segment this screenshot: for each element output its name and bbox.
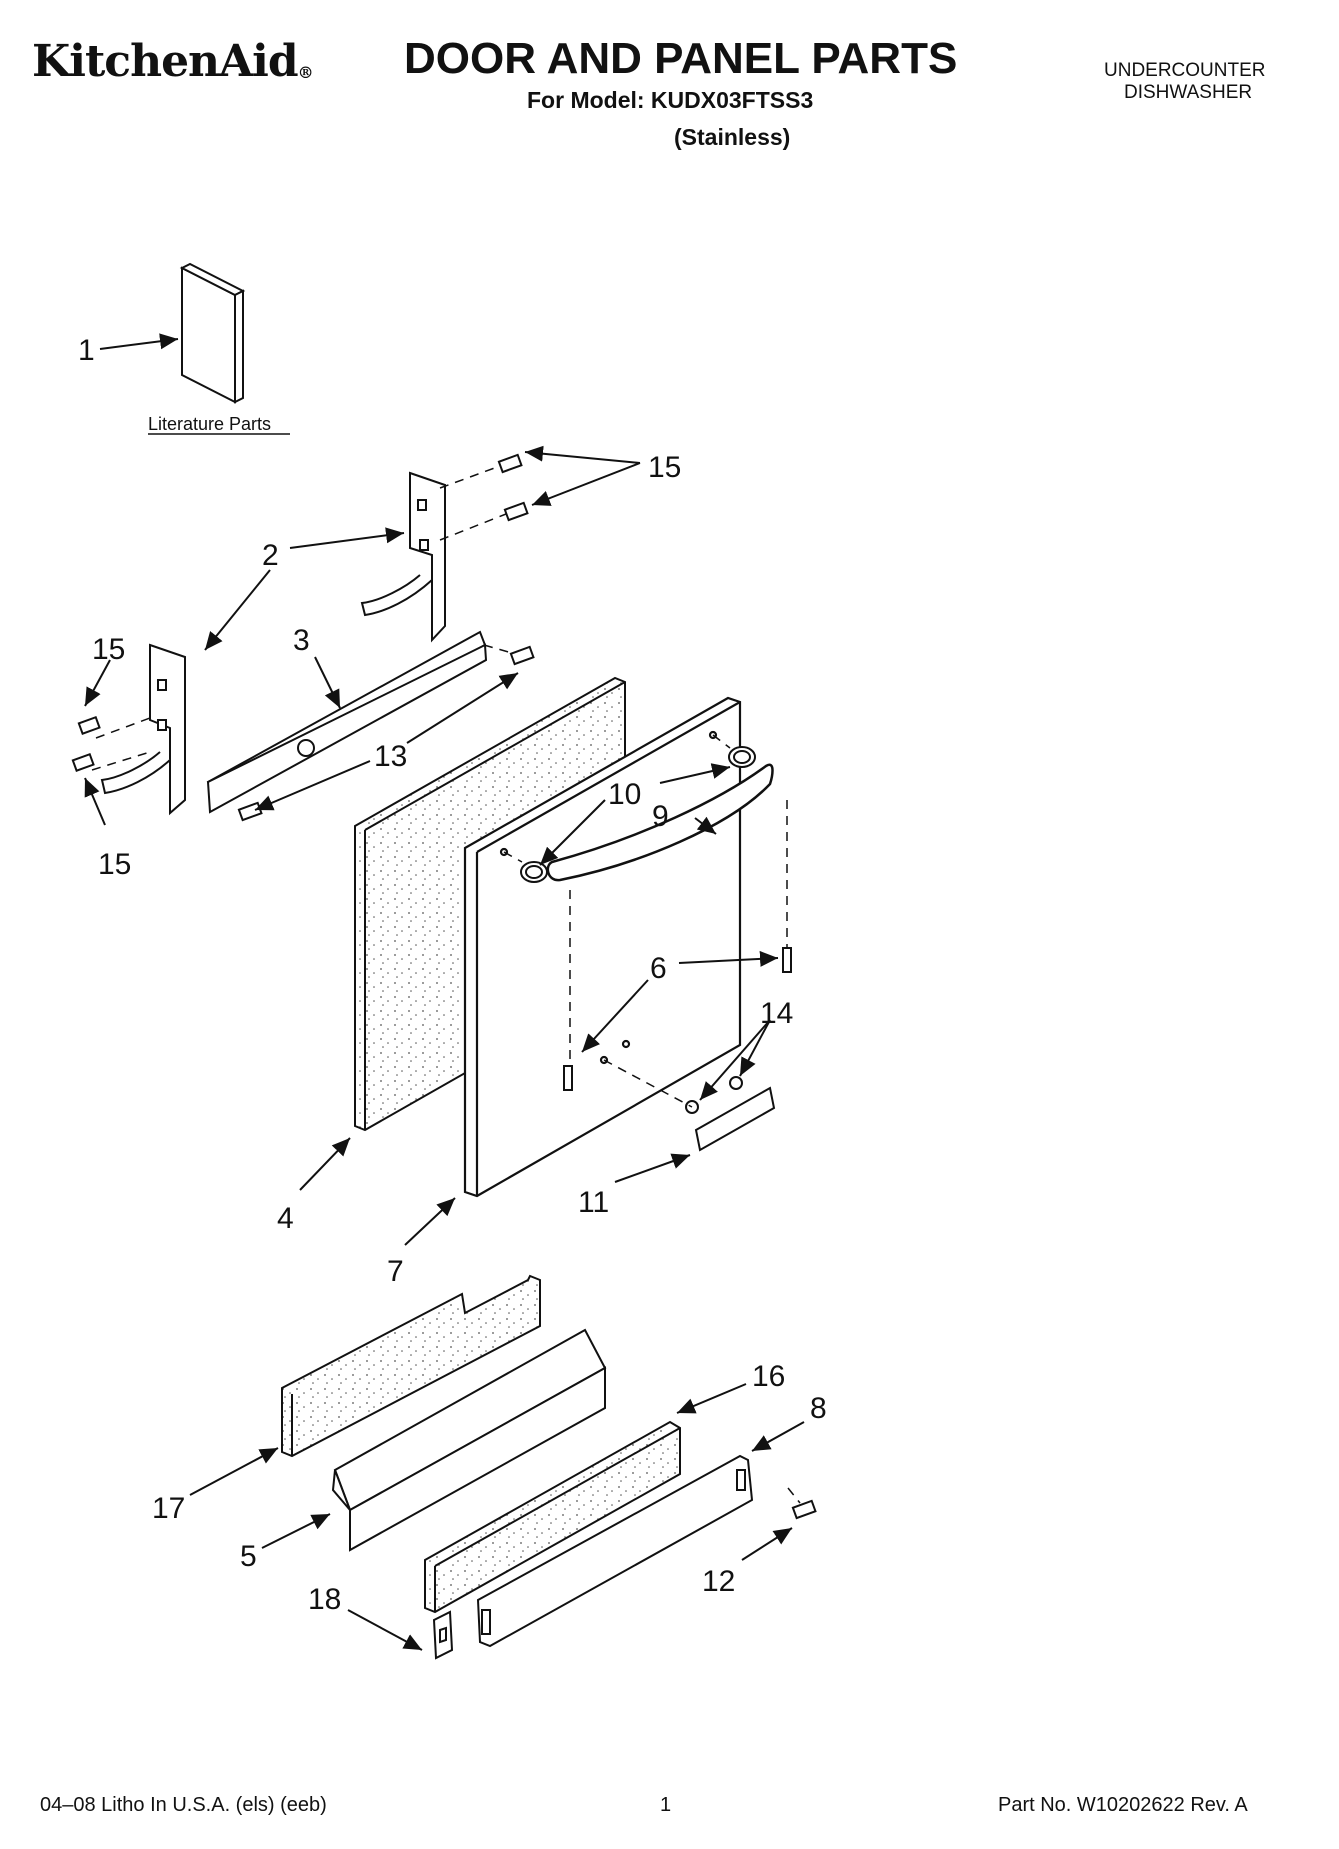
door-stiffener-bar <box>206 630 488 814</box>
callout-5: 5 <box>240 1540 257 1573</box>
left-mounting-bracket <box>100 643 186 816</box>
callout-15-left-bottom: 15 <box>98 848 131 881</box>
toe-kick-foam-strip <box>424 1420 681 1614</box>
lower-trim-strip <box>476 1454 754 1648</box>
right-mounting-bracket <box>360 471 446 643</box>
callout-4: 4 <box>277 1202 294 1235</box>
screw-12 <box>791 1499 817 1520</box>
part-number: Part No. W10202622 Rev. A <box>998 1794 1248 1816</box>
callout-15-top: 15 <box>648 451 681 484</box>
toe-kick-panel <box>331 1328 607 1552</box>
callout-6: 6 <box>650 952 667 985</box>
litho-note: 04–08 Litho In U.S.A. (els) (eeb) <box>40 1794 327 1816</box>
nameplate-badge <box>694 1086 776 1152</box>
callout-9: 9 <box>652 800 669 833</box>
callout-15-left-top: 15 <box>92 633 125 666</box>
screw-13-b <box>237 801 263 822</box>
page-title: DOOR AND PANEL PARTS <box>404 34 958 83</box>
callout-16: 16 <box>752 1360 785 1393</box>
alignment-lines <box>91 465 801 1504</box>
literature-parts-label: Literature Parts <box>148 414 271 434</box>
callout-10: 10 <box>608 778 641 811</box>
callout-3: 3 <box>293 624 310 657</box>
handle-mount-right <box>728 746 756 768</box>
model-number: For Model: KUDX03FTSS3 <box>527 87 814 113</box>
hex-nut-2 <box>729 1076 743 1090</box>
callout-13: 13 <box>374 740 407 773</box>
screw-15-b <box>503 501 529 522</box>
callout-8: 8 <box>810 1392 827 1425</box>
literature-booklet <box>179 262 246 404</box>
mounting-clip <box>432 1610 454 1660</box>
registered-mark: ® <box>297 63 314 82</box>
category-line-1: UNDERCOUNTER <box>1104 60 1266 81</box>
lower-foam-insulation <box>281 1274 541 1458</box>
screw-15-c <box>77 715 101 735</box>
category-line-2: DISHWASHER <box>1124 82 1253 103</box>
finish-label: (Stainless) <box>674 124 791 150</box>
door-handle <box>546 763 774 882</box>
threaded-stud-left <box>563 1065 573 1091</box>
screw-13-a <box>509 645 535 666</box>
callout-12: 12 <box>702 1565 735 1598</box>
callout-7: 7 <box>387 1255 404 1288</box>
callout-18: 18 <box>308 1583 341 1616</box>
threaded-stud-right <box>782 947 792 973</box>
screw-15-a <box>497 453 523 474</box>
callout-17: 17 <box>152 1492 185 1525</box>
brand-name: KitchenAid <box>32 36 299 87</box>
handle-mount-left <box>520 861 548 883</box>
callout-1: 1 <box>78 334 95 367</box>
callout-numbers: 1 15 2 15 3 13 15 10 9 6 14 4 7 11 16 8 … <box>78 334 827 1616</box>
brand-logo: KitchenAid® <box>32 36 314 87</box>
callout-11: 11 <box>578 1186 609 1219</box>
screw-15-d <box>71 752 95 772</box>
callout-2: 2 <box>262 539 279 572</box>
page-number: 1 <box>660 1794 672 1816</box>
callout-leaders <box>84 333 805 1651</box>
callout-14: 14 <box>760 997 793 1030</box>
